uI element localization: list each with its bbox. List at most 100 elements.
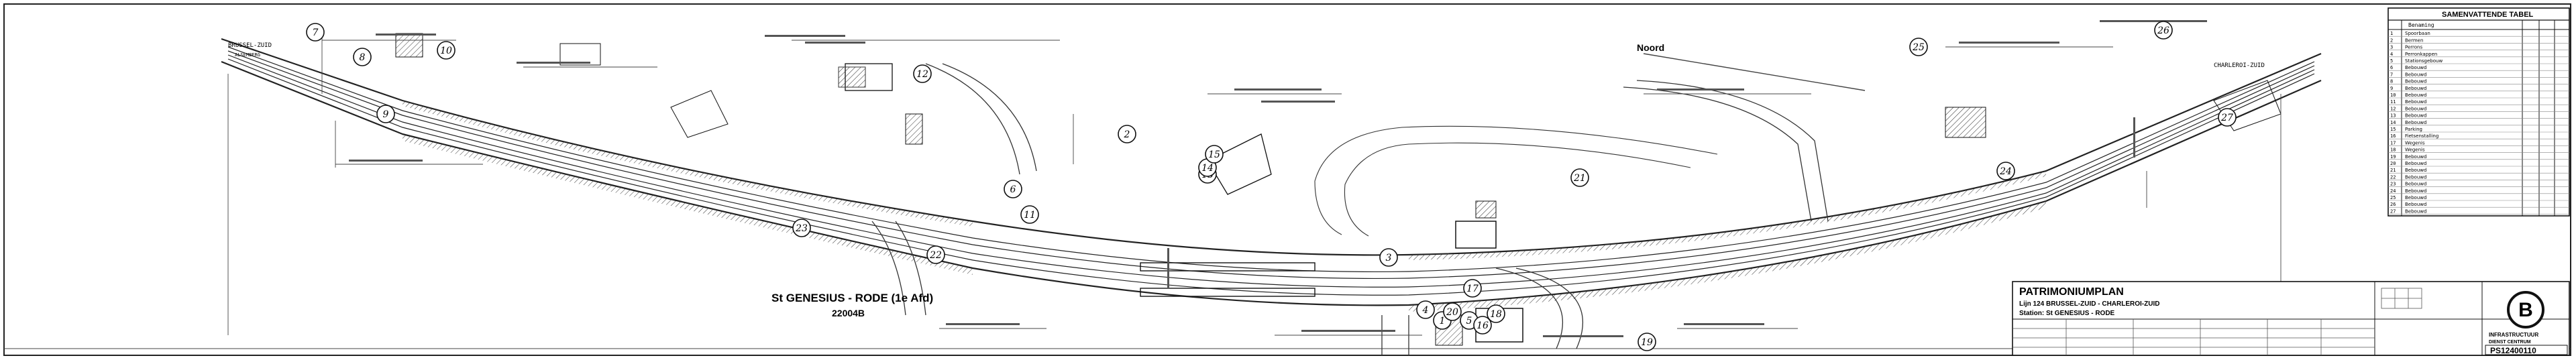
legend-row-name: Bebouwd xyxy=(2405,182,2426,187)
title-main: PATRIMONIUMPLAN xyxy=(2019,286,2124,298)
sheet-frame xyxy=(3,3,2571,356)
parcel-marker-9: 9 xyxy=(376,105,395,123)
parcel-number: 27 xyxy=(2220,113,2233,123)
parcel-number: 5 xyxy=(1466,316,1472,326)
parcel-number: 17 xyxy=(1466,284,1479,294)
parcel-number: 26 xyxy=(2157,25,2169,36)
parcel-number: 22 xyxy=(929,250,942,261)
legend-row-name: Bebouwd xyxy=(2405,120,2426,125)
direction-right-label: CHARLEROI-ZUID xyxy=(2214,62,2265,69)
parcel-number: 23 xyxy=(795,223,808,234)
legend-row-name: Bebouwd xyxy=(2405,161,2426,166)
platform-2 xyxy=(1140,288,1316,297)
legend-row-name: Bebouwd xyxy=(2405,72,2426,77)
legend-row-name: Wegenis xyxy=(2405,140,2425,145)
parcel-marker-10: 10 xyxy=(437,41,455,60)
legend-row-name: Fietsenstalling xyxy=(2405,133,2438,139)
parcel-marker-16: 16 xyxy=(1473,316,1492,335)
legend-row-name: Bebouwd xyxy=(2405,65,2426,70)
legend-row-name: Bebouwd xyxy=(2405,168,2426,173)
parcel-number: 8 xyxy=(360,52,366,63)
legend-row-number: 17 xyxy=(2390,140,2396,145)
legend-row-number: 13 xyxy=(2390,113,2396,119)
legend-row-name: Bebouwd xyxy=(2405,106,2426,111)
title-station: Station: St GENESIUS - RODE xyxy=(2019,310,2115,317)
track-1 xyxy=(227,46,2315,273)
legend-row-name: Perronkappen xyxy=(2405,52,2437,57)
legend-row-number: 1 xyxy=(2390,31,2393,36)
parcel-marker-23: 23 xyxy=(792,219,811,237)
parcel-marker-7: 7 xyxy=(306,23,325,42)
legend-row-name: Bebouwd xyxy=(2405,113,2426,119)
station-code: 22004B xyxy=(832,308,865,318)
legend-row-number: 21 xyxy=(2390,168,2396,173)
parcel-marker-20: 20 xyxy=(1443,302,1462,321)
parcel-marker-19: 19 xyxy=(1638,333,1656,351)
station-label: St GENESIUS - RODE (1e Afd) xyxy=(771,292,933,304)
org-sub: DIENST CENTRUM xyxy=(2489,340,2531,345)
dimension-lines xyxy=(227,37,2282,336)
legend-row-number: 9 xyxy=(2390,86,2393,91)
legend-row-number: 4 xyxy=(2390,52,2393,57)
parcel-number: 2 xyxy=(1124,129,1130,140)
road-east-b xyxy=(1636,80,1829,222)
legend-row-name: Bebouwd xyxy=(2405,86,2426,91)
parcel-number: 21 xyxy=(1573,173,1586,184)
legend-row-number: 6 xyxy=(2390,65,2393,70)
legend-col-header: Benaming xyxy=(2408,22,2434,28)
legend-row-name: Stationsgebouw xyxy=(2405,58,2443,64)
legend-row-name: Perrons xyxy=(2405,45,2422,50)
parcel-marker-12: 12 xyxy=(913,64,932,83)
parcel-marker-2: 2 xyxy=(1118,125,1136,143)
legend-row-name: Bermen xyxy=(2405,38,2423,43)
direction-left-label: BRUSSEL-ZUID xyxy=(228,42,272,49)
legend-row-number: 14 xyxy=(2390,120,2396,125)
legend-row-number: 20 xyxy=(2390,161,2396,166)
legend-row-name: Bebouwd xyxy=(2405,154,2426,160)
parcel-number: 19 xyxy=(1641,337,1653,348)
north-arrow-line xyxy=(1643,53,1866,91)
parcel-number: 7 xyxy=(313,27,319,38)
legend-row-name: Bebouwd xyxy=(2405,202,2426,207)
legend-title: SAMENVATTENDE TABEL xyxy=(2442,11,2534,19)
parcel-marker-8: 8 xyxy=(353,48,372,66)
parcel-number: 12 xyxy=(916,69,928,80)
legend-row-number: 12 xyxy=(2390,106,2396,111)
parcel-marker-21: 21 xyxy=(1570,168,1589,187)
legend-row-name: Bebouwd xyxy=(2405,174,2426,180)
parcel-marker-6: 6 xyxy=(1004,180,1022,198)
legend-row-number: 10 xyxy=(2390,93,2396,98)
parcel-marker-4: 4 xyxy=(1416,300,1435,319)
direction-left-sub: ALSEMBERG xyxy=(235,52,260,58)
legend-row-number: 27 xyxy=(2390,208,2396,214)
legend-row-name: Bebouwd xyxy=(2405,195,2426,200)
legend-row-name: Parking xyxy=(2405,127,2422,132)
sncb-logo-letter: B xyxy=(2518,299,2533,321)
legend-row-number: 7 xyxy=(2390,72,2393,77)
parcel-number: 1 xyxy=(1440,316,1446,326)
legend-row-number: 22 xyxy=(2390,174,2396,180)
parcel-number: 9 xyxy=(383,109,389,120)
track-3 xyxy=(227,54,2315,288)
legend-row-number: 26 xyxy=(2390,202,2396,207)
parcel-number: 16 xyxy=(1477,320,1489,331)
road-east-a xyxy=(1623,86,1812,222)
legend-row-number: 25 xyxy=(2390,195,2396,200)
parcel-number: 4 xyxy=(1422,305,1429,316)
legend-row-name: Bebouwd xyxy=(2405,188,2426,194)
sncb-logo xyxy=(2507,291,2544,328)
parcel-number: 15 xyxy=(1208,149,1220,160)
parcel-markers: 1234567891011121314151617181920212223242… xyxy=(306,21,2237,351)
legend-row-name: Bebouwd xyxy=(2405,208,2426,214)
legend-row-number: 15 xyxy=(2390,127,2396,132)
north-label: Noord xyxy=(1637,42,1664,53)
parcel-marker-14: 14 xyxy=(1198,158,1217,177)
parcel-marker-17: 17 xyxy=(1463,279,1482,298)
legend-row-name: Bebouwd xyxy=(2405,99,2426,105)
railway-corridor xyxy=(221,38,2322,312)
legend-row-number: 5 xyxy=(2390,58,2393,64)
roads xyxy=(871,63,1829,355)
station-structures xyxy=(395,33,2282,346)
